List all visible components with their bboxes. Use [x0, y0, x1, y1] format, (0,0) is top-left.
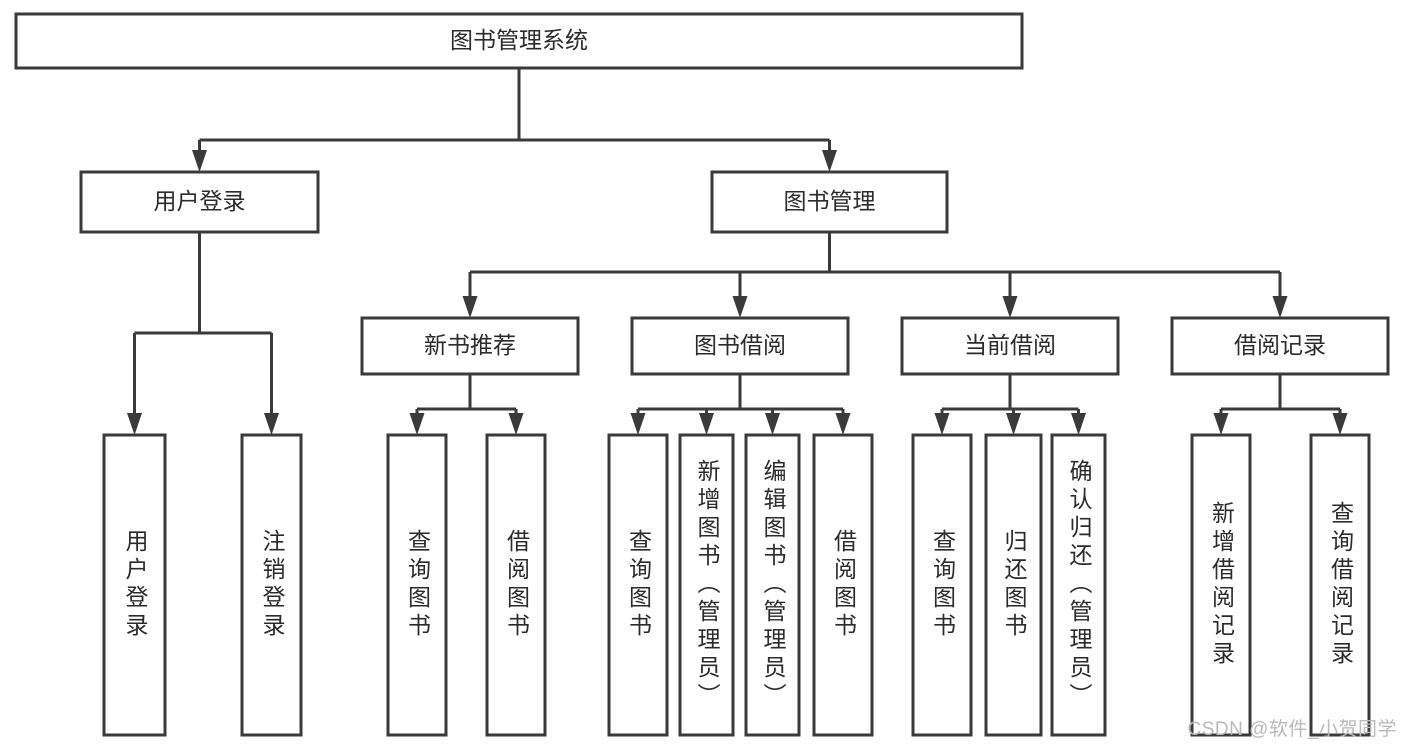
connector-book-borrow-to-borrow-edit-book-admin-arrowhead [765, 413, 780, 435]
node-box-current-query-book[interactable] [911, 433, 973, 737]
node-label-book-borrow: 图书借阅 [694, 332, 786, 358]
connector-borrow-records-to-record-add-arrowhead [1213, 413, 1229, 435]
connector-user-login-to-user-logout-leaf-arrowhead [264, 413, 279, 435]
connector-new-book-recommend-to-recommend-borrow-book-arrowhead [508, 413, 524, 435]
connector-current-borrow-to-current-query-book-arrowhead [934, 413, 950, 435]
connector-new-book-recommend-to-recommend-query-book-arrowhead [409, 413, 425, 435]
node-box-borrow-add-book-admin[interactable] [678, 433, 735, 737]
node-box-user-login[interactable] [79, 170, 320, 234]
connector-book-management-to-book-borrow-arrowhead [732, 296, 748, 318]
node-box-borrow-borrow-book[interactable] [812, 433, 874, 737]
connector-current-borrow-to-current-return-book-arrowhead [1006, 413, 1021, 435]
connector-book-borrow-to-borrow-borrow-book-arrowhead [835, 413, 851, 435]
node-box-borrow-edit-book-admin[interactable] [744, 433, 801, 737]
boxes-layer [14, 12, 1390, 737]
connector-current-borrow-to-current-confirm-return-admin-arrowhead [1071, 413, 1086, 435]
node-box-borrow-query-book[interactable] [607, 433, 669, 737]
node-label-root: 图书管理系统 [450, 27, 588, 53]
node-box-recommend-query-book[interactable] [386, 433, 448, 737]
node-box-new-book-recommend[interactable] [360, 316, 580, 376]
node-box-book-management[interactable] [710, 170, 949, 234]
connector-borrow-records-to-record-query-arrowhead [1332, 413, 1348, 435]
connector-user-login-to-user-login-leaf-arrowhead [127, 413, 142, 435]
connector-book-borrow-to-borrow-add-book-admin-arrowhead [699, 413, 714, 435]
node-box-user-login-leaf[interactable] [102, 433, 167, 737]
connector-root-to-user-login-arrowhead [192, 150, 207, 172]
node-box-recommend-borrow-book[interactable] [485, 433, 547, 737]
node-box-book-borrow[interactable] [630, 316, 850, 376]
node-box-current-borrow[interactable] [900, 316, 1120, 376]
node-box-user-logout-leaf[interactable] [240, 433, 303, 737]
node-label-book-management: 图书管理 [784, 188, 876, 214]
connector-book-management-to-borrow-records-arrowhead [1272, 296, 1288, 318]
watermark: CSDN @软件_小贺同学 [1187, 719, 1397, 740]
connector-book-borrow-to-borrow-query-book-arrowhead [630, 413, 646, 435]
node-box-current-confirm-return-admin[interactable] [1050, 433, 1107, 737]
node-label-borrow-records: 借阅记录 [1234, 332, 1326, 358]
connectors-layer [127, 68, 1348, 435]
node-box-record-query[interactable] [1309, 433, 1371, 737]
connector-root-to-book-management-arrowhead [822, 150, 837, 172]
connector-book-management-to-current-borrow-arrowhead [1002, 296, 1018, 318]
connector-book-management-to-new-book-recommend-arrowhead [462, 296, 478, 318]
node-label-current-borrow: 当前借阅 [964, 332, 1056, 358]
node-box-record-add[interactable] [1190, 433, 1252, 737]
node-box-borrow-records[interactable] [1170, 316, 1390, 376]
node-label-user-login: 用户登录 [154, 188, 246, 214]
node-box-current-return-book[interactable] [984, 433, 1043, 737]
node-label-new-book-recommend: 新书推荐 [424, 332, 516, 358]
node-box-root[interactable] [14, 12, 1024, 70]
